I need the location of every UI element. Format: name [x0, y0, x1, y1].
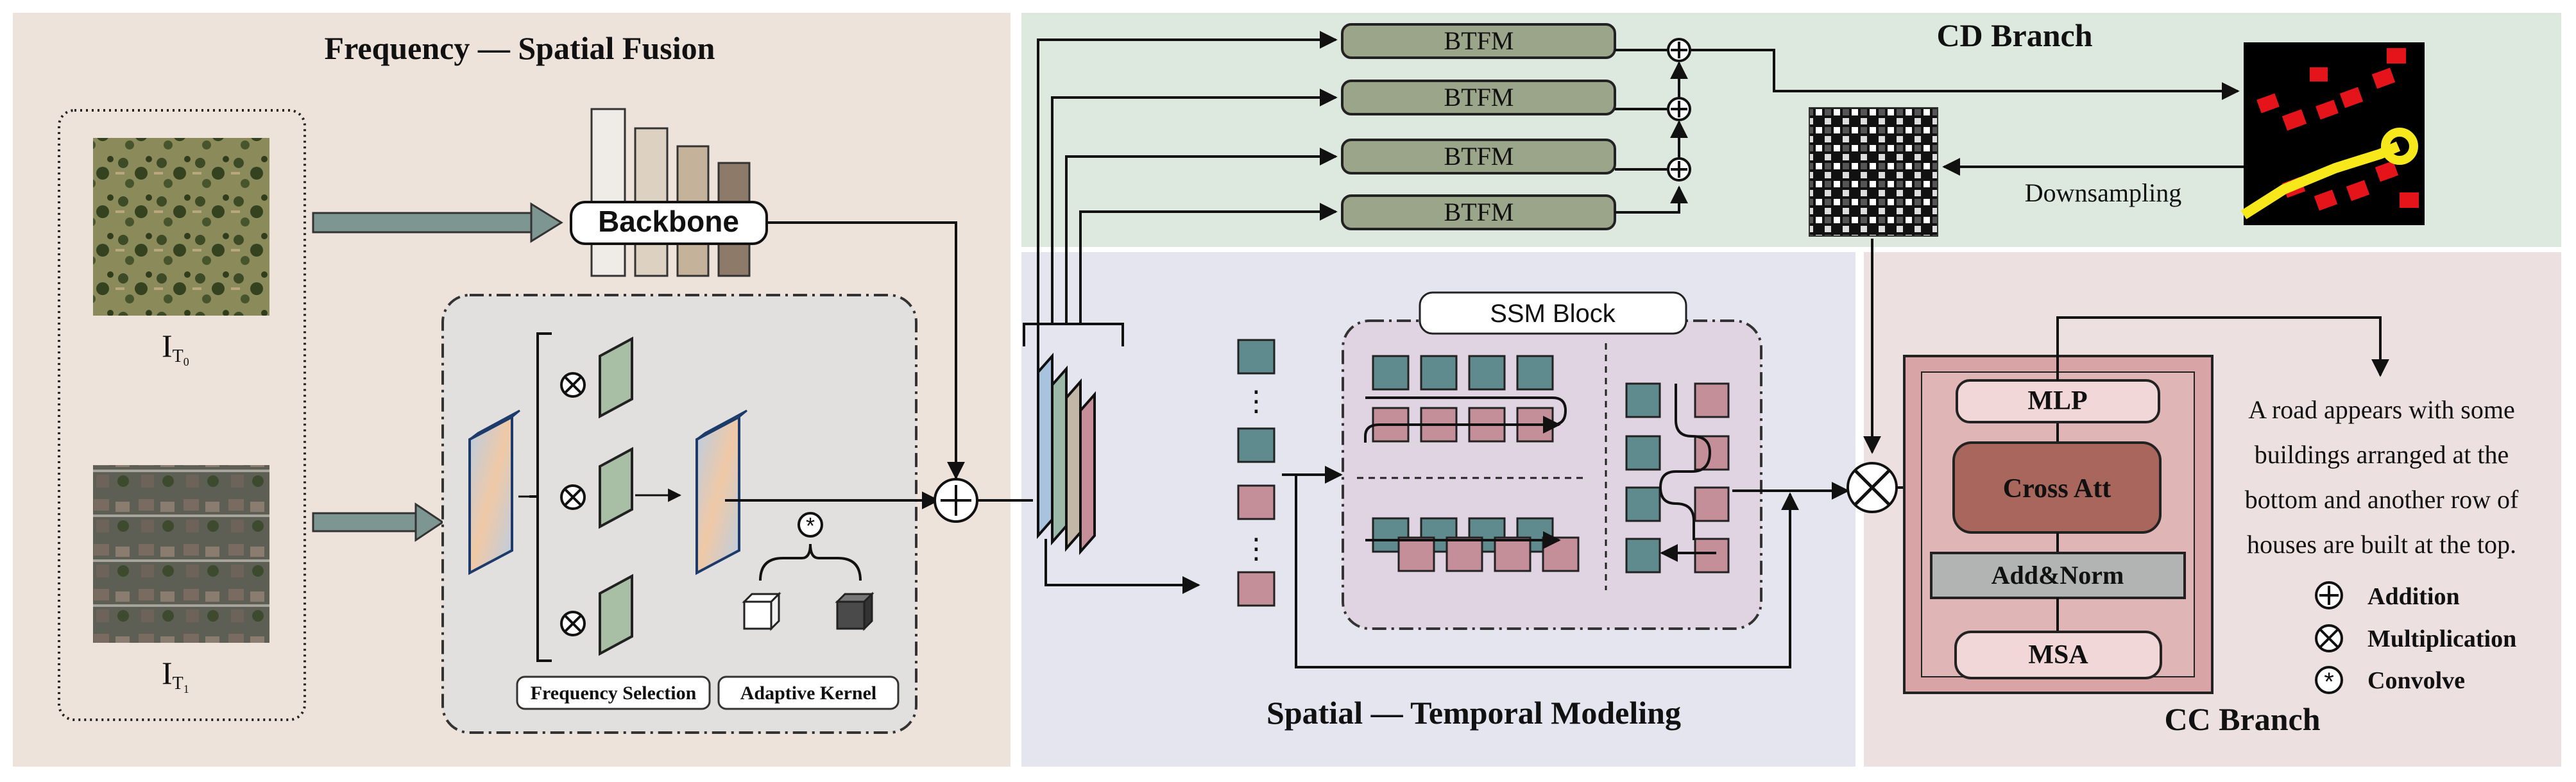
downsampled-map: [1809, 107, 1938, 237]
svg-text:BTFM: BTFM: [1444, 83, 1514, 112]
legend-multiplication-label: Multiplication: [2367, 625, 2516, 652]
adaptive-kernel-dark: [835, 591, 874, 631]
caption-line: buildings arranged at the: [2255, 440, 2509, 469]
frequency-kernel: [599, 446, 633, 529]
caption-line: A road appears with some: [2248, 395, 2514, 424]
multiply-icon: [560, 484, 586, 510]
freq-selection-box: [516, 676, 711, 710]
tap-to-btfm-3: [1065, 148, 1338, 324]
svg-text:BTFM: BTFM: [1444, 142, 1514, 171]
tap-to-btfm-4: [1079, 203, 1338, 324]
multiply-node: [1847, 462, 1898, 513]
addition-icon: [1667, 157, 1691, 182]
svg-text:Add&Norm: Add&Norm: [1992, 561, 2124, 590]
add-norm-block: Add&Norm: [1930, 552, 2186, 599]
multiply-icon: [560, 611, 586, 636]
btfm-block: BTFM: [1341, 194, 1616, 230]
stack-tap-lines: [1023, 323, 1124, 372]
downsampling-label: Downsampling: [2025, 178, 2181, 207]
token-pink: [1237, 484, 1275, 520]
legend-addition-label: Addition: [2367, 583, 2460, 610]
input-images-frame: [58, 109, 306, 721]
residual-skip-line: [1295, 475, 1799, 668]
legend-addition-icon: [2315, 581, 2343, 609]
btfm-out-4: [1615, 185, 1688, 214]
convolve-icon: *: [798, 512, 823, 539]
tap-to-btfm-2: [1051, 89, 1338, 324]
token-dots: ⋮: [1242, 386, 1270, 417]
fused-feature-map: [695, 409, 747, 575]
mlp-block: MLP: [1956, 379, 2160, 423]
addition-icon: [1667, 38, 1691, 62]
btfm-block: BTFM: [1341, 23, 1616, 59]
svg-text:Cross Att: Cross Att: [2003, 474, 2111, 504]
freq-selection-label: Frequency Selection: [531, 683, 697, 704]
svg-text:*: *: [806, 513, 815, 539]
adaptive-kernel-box: [717, 676, 900, 710]
change-map-image: [2240, 42, 2425, 225]
backbone-label: Backbone: [598, 205, 739, 238]
input-feature-map: [468, 409, 520, 575]
cd-title: CD Branch: [1936, 17, 2092, 53]
tap-to-btfm-1: [1037, 31, 1338, 324]
legend-convolve-icon: *: [2315, 666, 2343, 696]
backbone-to-add-arrow: [767, 221, 965, 480]
caption-line: houses are built at the top.: [2247, 530, 2516, 559]
adaptive-kernel-label: Adaptive Kernel: [740, 683, 876, 704]
scan-grid-interleaved: [1365, 517, 1580, 572]
btfm-block: BTFM: [1341, 139, 1616, 174]
thick-arrow-t0: [312, 202, 563, 243]
cd-output-arrow: [1690, 49, 2240, 100]
multiply-icon: [560, 372, 586, 398]
ssm-block-title: SSM Block: [1490, 300, 1616, 328]
kernel-brace: [759, 543, 862, 581]
frequency-kernel: [599, 336, 633, 419]
token-pink: [1237, 571, 1275, 607]
cross-att-block: Cross Att: [1952, 441, 2162, 534]
btfm-block: BTFM: [1341, 80, 1616, 115]
stm-title: Spatial — Temporal Modeling: [1267, 695, 1681, 731]
frequency-kernel: [599, 574, 633, 656]
multiscale-feature-stack: [1037, 352, 1096, 556]
aerial-image-t1: [93, 465, 269, 643]
caption-line: bottom and another row of: [2245, 485, 2519, 514]
ssm-block-title-box: [1419, 291, 1687, 335]
addition-icon: [1667, 97, 1691, 121]
token-dots: ⋮: [1242, 533, 1270, 565]
stack-to-tokens-arrow: [1045, 539, 1200, 594]
thick-arrow-t1: [312, 502, 445, 542]
msa-block: MSA: [1954, 631, 2162, 679]
svg-text:MSA: MSA: [2028, 640, 2088, 670]
addition-node: [934, 478, 978, 523]
scan-grid-column-major: [1625, 382, 1730, 574]
adaptive-kernel-white: [742, 591, 781, 631]
token-teal: [1237, 339, 1275, 375]
frequency-module-frame: [441, 294, 917, 734]
label-t1: IT1: [162, 655, 189, 695]
svg-text:MLP: MLP: [2027, 386, 2087, 416]
label-t0: IT0: [162, 328, 189, 368]
legend-multiplication-icon: [2315, 624, 2343, 652]
legend-convolve-label: Convolve: [2367, 667, 2465, 694]
svg-text:*: *: [2324, 668, 2334, 696]
aerial-image-t0: [93, 138, 269, 316]
cc-title: CC Branch: [2164, 701, 2320, 737]
svg-text:BTFM: BTFM: [1444, 26, 1514, 55]
token-teal: [1237, 427, 1275, 463]
fusion-title: Frequency — Spatial Fusion: [325, 30, 715, 66]
selection-bracket: [529, 332, 552, 662]
mlp-to-caption-arrow: [2056, 316, 2389, 380]
svg-text:BTFM: BTFM: [1444, 198, 1514, 226]
scan-grid-row-major: [1364, 355, 1567, 443]
